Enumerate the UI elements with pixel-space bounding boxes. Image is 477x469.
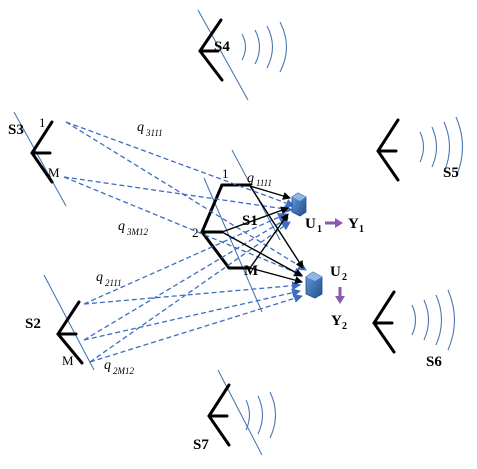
cell-boundary: [217, 369, 263, 456]
arrow-right-icon: [335, 218, 343, 228]
direct-link: [221, 231, 303, 277]
base-station-s3: S3 1 M: [8, 111, 67, 207]
arrow-down-icon: [335, 296, 345, 304]
port-label: 1: [39, 115, 46, 130]
output-label: Y: [331, 313, 342, 329]
coef-base: q: [104, 358, 111, 373]
base-station-s4: S4: [197, 9, 288, 101]
cell-label-s4: S4: [214, 39, 230, 55]
coef-base: q: [137, 120, 144, 135]
user-u1: U 1 Y 1: [291, 192, 364, 235]
interference-link: [63, 176, 303, 277]
cell-boundary: [197, 9, 249, 101]
coef-subscript: 2M12: [113, 366, 134, 376]
antenna-array: [56, 300, 84, 365]
coef-subscript: 1111: [256, 178, 272, 188]
coef-subscript: 3111: [145, 128, 163, 138]
interference-links-s3: [63, 121, 307, 277]
wave-icon: [411, 304, 417, 336]
interference-link: [63, 176, 293, 214]
coef-q2111: q 2111: [96, 270, 122, 288]
device-top-face: [306, 272, 322, 281]
antenna-array: [207, 383, 231, 447]
base-station-s7: S7: [193, 369, 277, 456]
direct-link: [249, 213, 289, 269]
cell-label-s6: S6: [426, 354, 442, 370]
port-label: M: [48, 165, 60, 180]
wave-icon: [431, 126, 438, 168]
coef-q3111: q 3111: [137, 120, 163, 138]
cell-label-s5: S5: [443, 165, 459, 181]
wave-icon: [447, 289, 456, 351]
wave-icon: [423, 299, 430, 341]
wave-icon: [266, 25, 274, 69]
port-label: 2: [192, 225, 199, 240]
wave-icon: [435, 294, 443, 346]
user-label: U: [305, 216, 316, 232]
cell-label-s3: S3: [8, 122, 24, 138]
wave-icon: [269, 391, 277, 439]
coef-base: q: [247, 171, 254, 186]
interference-link: [83, 288, 301, 341]
cell-boundary: [43, 274, 95, 371]
user-label-sub: 2: [342, 272, 347, 283]
cell-label-s1: S1: [242, 213, 258, 229]
interference-link: [89, 294, 303, 363]
coef-base: q: [118, 219, 125, 234]
antenna-array: [30, 120, 54, 184]
wave-icon: [245, 399, 251, 431]
output-label-sub: 2: [342, 321, 347, 332]
antenna-array: [376, 118, 400, 182]
coef-q3M12: q 3M12: [118, 219, 148, 237]
wave-icon: [455, 116, 464, 178]
interference-link: [89, 221, 291, 363]
output-label-sub: 1: [359, 224, 364, 235]
antenna-array: [372, 290, 396, 354]
interference-links-s2: [83, 213, 303, 363]
base-station-s6: S6: [372, 289, 456, 370]
interference-link: [65, 121, 307, 271]
base-station-s5: S5: [376, 116, 464, 182]
interference-link: [83, 281, 301, 305]
cell-label-s2: S2: [25, 316, 41, 332]
direct-link: [221, 206, 289, 233]
interference-link: [83, 213, 287, 305]
direct-links-s1: [221, 185, 304, 285]
wave-icon: [257, 395, 264, 435]
user-label: U: [330, 264, 341, 280]
coef-subscript: 2111: [105, 278, 122, 288]
wave-icon: [254, 29, 261, 65]
cell-boundary: [13, 111, 67, 207]
port-label: M: [62, 353, 74, 368]
coef-q2M12: q 2M12: [104, 358, 134, 376]
user-u2: U 2 Y 2: [305, 264, 347, 332]
user-label-sub: 1: [317, 224, 322, 235]
wave-icon: [241, 33, 247, 61]
device-top-face: [292, 193, 306, 201]
direct-link: [249, 267, 303, 285]
output-label: Y: [348, 216, 359, 232]
wave-icon: [279, 21, 288, 73]
coef-q1111: q 1111: [247, 171, 272, 188]
direct-link: [249, 185, 291, 200]
wave-icon: [443, 121, 451, 173]
wave-icon: [419, 131, 425, 163]
cell-label-s7: S7: [193, 437, 209, 453]
antenna-array: [198, 18, 224, 82]
port-label: M: [244, 263, 258, 279]
antenna-array: [200, 183, 231, 270]
coef-subscript: 3M12: [126, 227, 148, 237]
base-station-s2: S2 M: [25, 274, 95, 371]
coef-base: q: [96, 270, 103, 285]
direct-link: [249, 185, 304, 269]
interference-link: [65, 121, 295, 208]
port-label: 1: [222, 166, 229, 181]
